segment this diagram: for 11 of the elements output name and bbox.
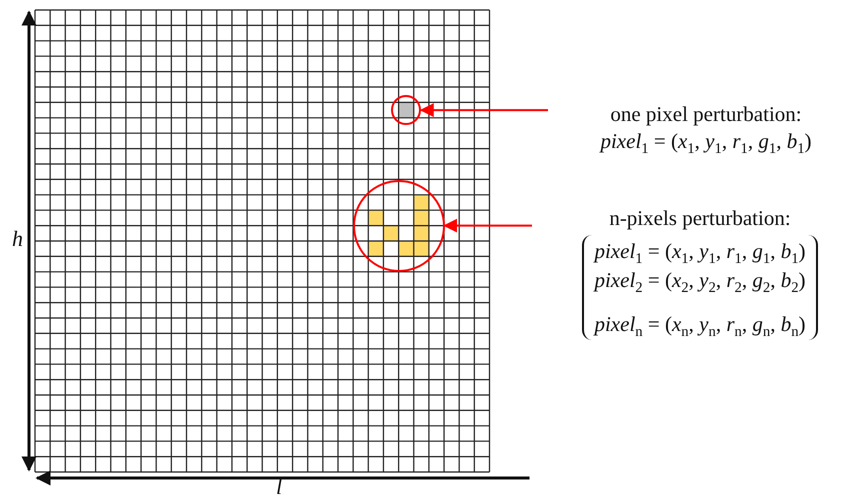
formula: pixel$_{1}$ = (x$_{1}$, y$_{1}$, r$_{1}$, g$_{1}$, b$_{1}$) — [600, 128, 812, 156]
highlight-circle — [391, 95, 422, 126]
dimension-label: h — [12, 226, 23, 252]
arrow — [443, 218, 532, 233]
formula: pixel$_{n}$ = (x$_{n}$, y$_{n}$, r$_{n}$, g$_{n}$, b$_{n}$) — [594, 310, 806, 338]
callout-text: n-pixels perturbation: — [609, 206, 791, 232]
arrow — [420, 103, 548, 118]
highlight-circle — [352, 180, 445, 272]
callout-text: one pixel perturbation: — [610, 102, 802, 128]
formula: pixel$_{1}$ = (x$_{1}$, y$_{1}$, r$_{1}$, g$_{1}$, b$_{1}$) — [594, 238, 806, 266]
formula: pixel$_{2}$ = (x$_{2}$, y$_{2}$, r$_{2}$, g$_{2}$, b$_{2}$) — [594, 266, 806, 294]
